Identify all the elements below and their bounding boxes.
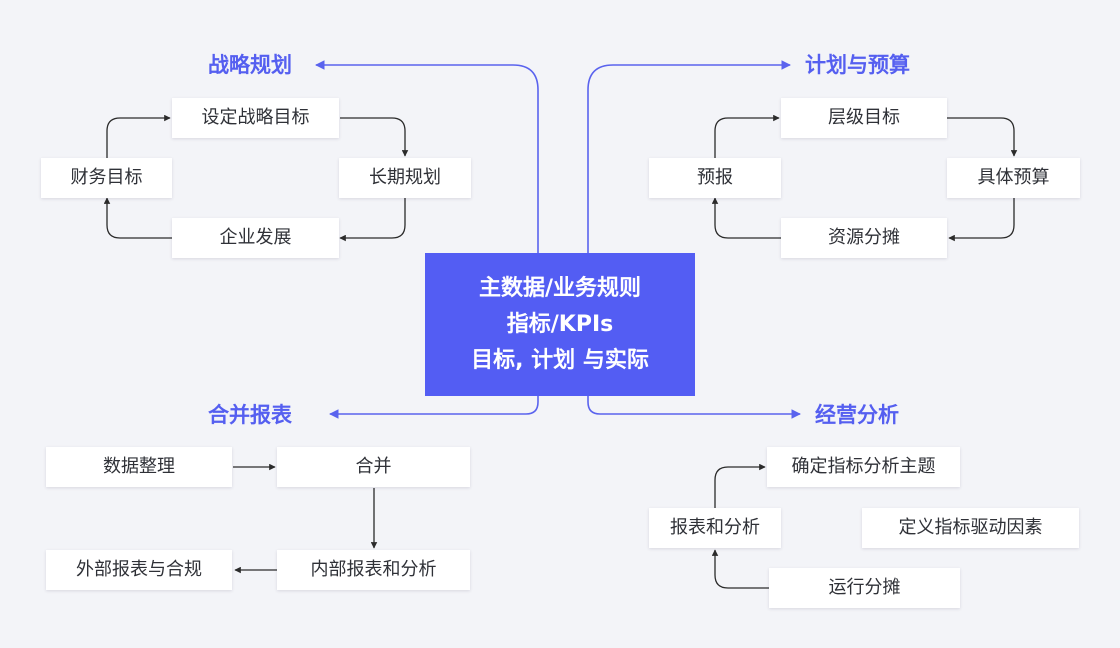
node-merge: 合并	[277, 447, 470, 487]
arrow-budget-allocation-to-forecast	[711, 197, 781, 239]
arrow-strategy-financial-to-goals	[106, 114, 171, 158]
arrow-strategy-development-to-financial	[103, 197, 172, 239]
node-specific-budget: 具体预算	[947, 158, 1080, 198]
section-title-analysis: 经营分析	[815, 403, 899, 427]
arrow-strategy-longterm-to-development	[339, 198, 406, 242]
node-set-strategic-goals: 设定战略目标	[172, 98, 339, 138]
center-line-kpis: 指标/KPIs	[506, 311, 614, 337]
node-forecast: 预报	[649, 158, 781, 198]
node-resource-allocation: 资源分摊	[781, 218, 947, 258]
node-define-analysis-topic: 确定指标分析主题	[767, 447, 960, 487]
section-title-budget: 计划与预算	[805, 53, 910, 77]
arrow-budget-hierarchy-to-specific	[947, 117, 1018, 157]
arrow-strategy-goals-to-longterm	[340, 117, 409, 157]
arrow-budget-specific-to-allocation	[948, 198, 1015, 242]
branch-line-analysis	[587, 396, 801, 419]
branch-line-consolidation	[329, 396, 539, 419]
center-line-targets: 目标, 计划 与实际	[471, 347, 649, 373]
center-block: 主数据/业务规则 指标/KPIs 目标, 计划 与实际	[425, 253, 695, 396]
arrow-budget-forecast-to-hierarchy	[714, 114, 780, 158]
arrow-analysis-report-to-topic	[714, 463, 766, 508]
branch-line-budget	[587, 60, 791, 253]
arrow-analysis-run-to-report	[711, 549, 769, 589]
node-long-term-planning: 长期规划	[339, 158, 471, 198]
node-run-allocation: 运行分摊	[769, 568, 960, 608]
node-external-reporting: 外部报表与合规	[46, 550, 232, 590]
node-financial-goals: 财务目标	[41, 158, 172, 198]
node-enterprise-development: 企业发展	[172, 218, 339, 258]
section-title-strategy: 战略规划	[208, 53, 292, 77]
section-title-consolidation: 合并报表	[208, 403, 292, 427]
node-hierarchical-goals: 层级目标	[781, 98, 947, 138]
branch-line-strategy	[315, 60, 539, 253]
node-internal-reporting: 内部报表和分析	[277, 550, 470, 590]
node-report-and-analysis: 报表和分析	[649, 508, 781, 548]
node-define-kpi-drivers: 定义指标驱动因素	[862, 508, 1079, 548]
node-data-preparation: 数据整理	[46, 447, 232, 487]
center-line-master-data: 主数据/业务规则	[478, 275, 642, 301]
